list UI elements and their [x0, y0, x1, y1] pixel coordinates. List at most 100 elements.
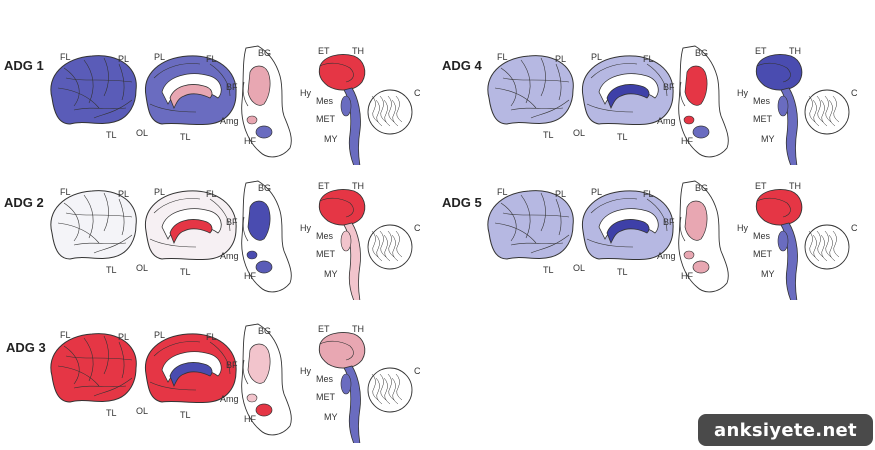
label-cb: CB [414, 223, 420, 233]
amygdala [683, 250, 695, 260]
gyrus-line [93, 234, 133, 254]
brainstem [343, 222, 361, 300]
folia-line [820, 99, 828, 127]
corpus-callosum [169, 362, 213, 387]
label-tl: TL [106, 408, 117, 418]
folia-line [383, 99, 391, 127]
label-bg: BG [258, 48, 271, 58]
sulcus-line [646, 63, 668, 97]
sulcus-line [590, 63, 638, 79]
label-pl: PL [118, 189, 129, 199]
label-tl: TL [543, 265, 554, 275]
sulcus-line [590, 198, 638, 214]
label-fl: FL [497, 52, 508, 62]
label-et: ET [318, 46, 330, 56]
hippocampal-formation [692, 260, 710, 274]
thalamus-line [319, 197, 354, 218]
panel-title: ADG 3 [6, 340, 46, 355]
basal-ganglia [247, 65, 271, 106]
sulcus-line [586, 238, 634, 248]
label-ol: OL [573, 128, 585, 138]
label-pl: PL [555, 54, 566, 64]
brainstem-view: ETTHCBHyMesMETMY [300, 181, 420, 300]
basal-ganglia [247, 200, 271, 241]
corpus-callosum [169, 219, 213, 244]
brainstem [780, 222, 798, 300]
folia-line [371, 95, 379, 123]
label-fl-medial: FL [206, 332, 217, 342]
basal-forebrain [242, 81, 249, 107]
cerebellum [367, 367, 413, 413]
gyrus-line [93, 99, 133, 119]
label-fl: FL [60, 52, 71, 62]
basal-forebrain [242, 359, 249, 385]
corpus-callosum [606, 219, 650, 244]
folia-line [395, 230, 403, 258]
folia-line [391, 377, 399, 405]
gyrus-line [510, 242, 564, 246]
hippocampal-formation [692, 125, 710, 139]
gyrus-line [510, 107, 564, 111]
cerebellum-outline [367, 89, 413, 135]
folia-line [824, 95, 832, 123]
gyrus-line [118, 198, 125, 236]
basal-ganglia [247, 343, 271, 384]
folia-line [379, 373, 387, 401]
basal-forebrain [242, 216, 249, 242]
folia-line [808, 95, 816, 123]
gyrus-line [63, 345, 80, 385]
basal-forebrain [679, 216, 686, 242]
label-pl-medial: PL [154, 330, 165, 340]
lateral-hemisphere [50, 333, 137, 403]
label-cb: CB [414, 366, 420, 376]
brainstem-view: ETTHCBHyMesMETMY [300, 46, 420, 165]
label-met: MET [316, 114, 336, 124]
gyrus-line [63, 202, 80, 242]
label-bf: BF [226, 360, 238, 370]
lateral-hemisphere [50, 190, 137, 260]
amygdala [246, 393, 258, 403]
sulcus-line [586, 103, 634, 113]
label-hf: HF [244, 414, 256, 424]
gyrus-line [73, 242, 127, 246]
thalamus [755, 189, 803, 226]
folia-line [379, 230, 387, 258]
folia-line [391, 99, 399, 127]
gyrus-line [73, 107, 127, 111]
folia-line [828, 234, 836, 262]
folia-line [375, 234, 383, 262]
folia-line [371, 373, 379, 401]
panel-title: ADG 1 [4, 58, 44, 73]
folia-line [816, 230, 824, 258]
folia-line [379, 95, 387, 123]
brainstem [343, 365, 361, 443]
label-tl: TL [106, 130, 117, 140]
sulcus-line [149, 238, 197, 248]
label-fl-medial: FL [643, 54, 654, 64]
metencephalon [340, 95, 352, 117]
label-et: ET [755, 181, 767, 191]
label-hf: HF [244, 271, 256, 281]
label-et: ET [318, 324, 330, 334]
brainstem-view: ETTHCBHyMesMETMY [300, 324, 420, 443]
label-my: MY [324, 269, 338, 279]
label-amg: Amg [657, 251, 676, 261]
label-ol: OL [136, 406, 148, 416]
gyrus-line [103, 335, 109, 375]
metencephalon [340, 230, 352, 252]
watermark-badge: anksiyete.net [698, 414, 873, 446]
label-hf: HF [681, 136, 693, 146]
label-met: MET [753, 114, 773, 124]
label-my: MY [761, 269, 775, 279]
label-met: MET [316, 249, 336, 259]
label-my: MY [324, 134, 338, 144]
metencephalon [340, 373, 352, 395]
corpus-callosum [606, 84, 650, 109]
folia-line [395, 373, 403, 401]
label-fl: FL [60, 187, 71, 197]
sulcus-line [149, 381, 197, 391]
gyrus-line [103, 57, 109, 97]
